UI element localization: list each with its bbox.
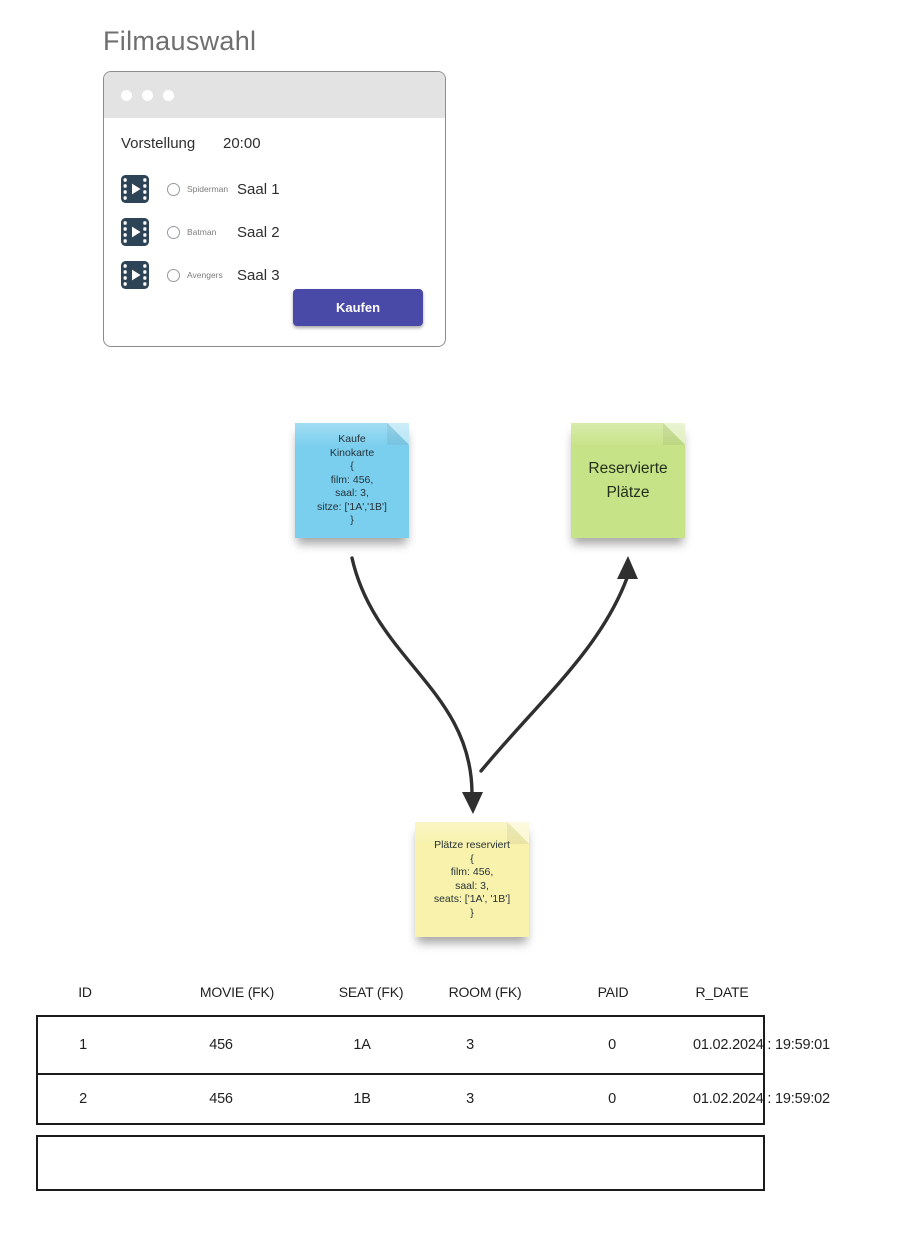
film-icon	[121, 218, 149, 246]
note-line: }	[350, 514, 354, 527]
sticky-note-reserved-seats: Reservierte Plätze	[571, 423, 685, 538]
window-dot-icon	[142, 89, 153, 101]
cell-id: 2	[79, 1091, 87, 1107]
note-line: }	[470, 906, 474, 919]
film-row-spiderman: Spiderman Saal 1	[121, 175, 280, 203]
arrow-request-to-event	[350, 556, 474, 796]
page-title: Filmauswahl	[103, 26, 257, 56]
film-icon	[121, 175, 149, 203]
table-row: 2 456 1B 3 0 01.02.2024 : 19:59:02	[36, 1073, 830, 1125]
column-header: MOVIE (FK)	[199, 984, 275, 1000]
note-line: Reservierte	[588, 459, 668, 477]
arrowhead-down-icon	[462, 792, 483, 814]
cell-rdate: 01.02.2024 : 19:59:01	[693, 1037, 830, 1053]
note-line: film: 456,	[450, 866, 494, 878]
column-header: SEAT (FK)	[338, 984, 404, 1000]
cell-seat: 1A	[353, 1037, 371, 1053]
cell-seat: 1B	[353, 1091, 371, 1107]
cell-paid: 0	[608, 1091, 616, 1107]
film-icon	[121, 261, 149, 289]
film-name: Spiderman	[187, 184, 229, 194]
film-name: Avengers	[187, 270, 223, 280]
room-label: Saal 2	[237, 223, 280, 241]
cell-id: 1	[79, 1037, 87, 1053]
note-line: sitze: ['1A','1B']	[317, 500, 387, 513]
cell-rdate: 01.02.2024 : 19:59:02	[693, 1091, 830, 1107]
column-header: ROOM (FK)	[448, 984, 522, 1000]
table-empty-row	[36, 1135, 765, 1191]
cell-movie: 456	[209, 1091, 233, 1107]
arrow-event-to-reserved	[479, 576, 629, 773]
note-line: Kaufe	[338, 433, 366, 446]
note-fold	[663, 423, 685, 445]
cell-room: 3	[466, 1037, 474, 1053]
showtime-row: Vorstellung 20:00	[121, 135, 261, 152]
note-line: Kinokarte	[329, 446, 375, 459]
note-line: saal: 3,	[335, 487, 369, 500]
note-line: {	[470, 852, 474, 865]
window-titlebar	[104, 72, 445, 118]
film-name: Batman	[187, 227, 217, 237]
note-line: Plätze reserviert	[434, 839, 510, 851]
film-selection-window: Vorstellung 20:00 Spiderman Saal 1	[103, 71, 446, 347]
kaufen-button[interactable]: Kaufen	[293, 289, 423, 326]
radio-button[interactable]	[167, 182, 180, 196]
window-dot-icon	[163, 89, 174, 101]
note-line: seats: ['1A', '1B']	[433, 893, 511, 905]
note-line: {	[350, 460, 354, 473]
sticky-note-buy-request: Kaufe Kinokarte { film: 456, saal: 3, si…	[295, 423, 409, 538]
radio-button[interactable]	[167, 268, 180, 282]
cell-paid: 0	[608, 1037, 616, 1053]
showtime-value: 20:00	[223, 135, 261, 152]
note-line: film: 456,	[330, 473, 374, 486]
arrowhead-up-icon	[617, 556, 638, 579]
film-row-avengers: Avengers Saal 3	[121, 261, 280, 289]
note-line: saal: 3,	[455, 879, 489, 892]
sticky-note-seats-reserved-event: Plätze reserviert { film: 456, saal: 3, …	[415, 822, 529, 937]
cell-room: 3	[466, 1091, 474, 1107]
table-header-row: ID MOVIE (FK) SEAT (FK) ROOM (FK) PAID R…	[0, 984, 902, 1002]
column-header: PAID	[597, 984, 629, 1000]
column-header: ID	[78, 984, 92, 1000]
note-line: Plätze	[606, 483, 650, 501]
room-label: Saal 3	[237, 266, 280, 284]
window-dot-icon	[121, 89, 132, 101]
cell-movie: 456	[209, 1037, 233, 1053]
note-fold	[507, 822, 529, 844]
film-row-batman: Batman Saal 2	[121, 218, 280, 246]
room-label: Saal 1	[237, 180, 280, 198]
radio-button[interactable]	[167, 225, 180, 239]
column-header: R_DATE	[695, 984, 749, 1000]
showtime-label: Vorstellung	[121, 135, 196, 152]
table-row: 1 456 1A 3 0 01.02.2024 : 19:59:01	[36, 1015, 830, 1075]
note-fold	[387, 423, 409, 445]
